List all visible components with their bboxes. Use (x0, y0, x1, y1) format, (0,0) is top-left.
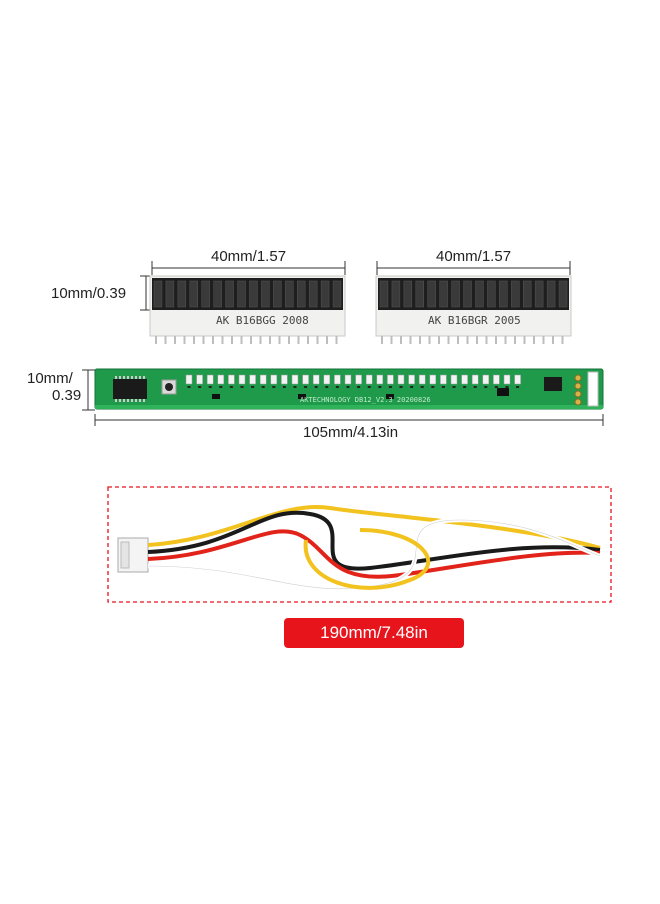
pcb-led (344, 374, 352, 385)
pcb-led (514, 374, 521, 385)
led-segment (534, 280, 544, 308)
pcb-led (376, 374, 384, 385)
wire-yellow (147, 505, 601, 550)
pcb-led (408, 374, 415, 385)
led-segment (201, 280, 210, 308)
pcb-led (217, 374, 225, 385)
led-segment (308, 280, 318, 308)
led-segment (225, 280, 234, 308)
led-segment (403, 280, 413, 308)
pcb-led (323, 374, 331, 385)
pcb-leds (185, 374, 521, 388)
pcb-led (312, 374, 320, 385)
pcb-height-label-2: 0.39 (52, 387, 82, 404)
pcb-led (440, 374, 447, 385)
pcb-led (482, 374, 490, 385)
pcb-length-label: 105mm/4.13in (303, 424, 399, 441)
led-segment (320, 280, 330, 308)
led-segment (511, 280, 520, 308)
led-segment (499, 280, 508, 308)
led-segment (273, 280, 282, 308)
led-segment (391, 280, 401, 308)
pcb-led (471, 374, 479, 385)
pcb-header-pins (574, 371, 599, 407)
led-segment (177, 280, 187, 308)
cable-assembly (107, 486, 612, 603)
led-segment (213, 280, 222, 308)
led-segment (415, 280, 424, 308)
led-segment (153, 280, 163, 308)
pcb-height-label-1: 10mm/ (27, 370, 73, 387)
pcb-led (281, 374, 288, 385)
led-segment (237, 280, 246, 308)
led-segment (379, 280, 389, 308)
pcb-led (387, 374, 394, 385)
led-segment (558, 280, 568, 308)
led-segment (463, 280, 472, 308)
pcb-led (365, 374, 373, 385)
pcb-silkscreen: AKTECHNOLOGY DB12_V2.3 20200826 (300, 396, 431, 404)
pcb-led (259, 374, 267, 385)
pcb-led (418, 374, 426, 385)
wire-red (147, 529, 601, 579)
led-segment (439, 280, 448, 308)
pcb-board: AKTECHNOLOGY DB12_V2.3 20200826 (82, 368, 604, 426)
bar-b-width-label: 40mm/1.57 (436, 248, 512, 265)
pcb-led (450, 374, 458, 385)
cable-frame (107, 486, 612, 603)
pins-a (155, 336, 338, 344)
pcb-led (228, 374, 235, 385)
pcb-led (503, 374, 511, 385)
led-segment (451, 280, 460, 308)
led-segment (487, 280, 496, 308)
pcb-led (334, 374, 341, 385)
pcb-led (461, 374, 468, 385)
pcb-led (429, 374, 437, 385)
pcb-led (493, 374, 500, 385)
pcb-led (238, 374, 246, 385)
pcb-led (185, 374, 193, 385)
bar-a-model: AK B16BGG 2008 (216, 314, 309, 327)
pcb-led (206, 374, 214, 385)
pcb-led (270, 374, 278, 385)
led-segment (546, 280, 556, 308)
wire-black (147, 510, 601, 571)
led-segment (285, 280, 294, 308)
pcb-led (302, 374, 309, 385)
bar-height-label: 10mm/0.39 (51, 285, 127, 302)
led-segment (427, 280, 436, 308)
pcb-led (196, 374, 203, 385)
led-segment (475, 280, 484, 308)
pcb-led (397, 374, 405, 385)
led-bar-b (375, 261, 572, 344)
led-segment (249, 280, 258, 308)
led-segments-a (153, 280, 342, 308)
pcb-led (355, 374, 362, 385)
led-segment (332, 280, 342, 308)
pcb-led (291, 374, 299, 385)
pcb-led (249, 374, 256, 385)
led-segment (261, 280, 270, 308)
bar-a-width-label: 40mm/1.57 (211, 248, 287, 265)
led-segment (165, 280, 175, 308)
bar-b-model: AK B16BGR 2005 (428, 314, 521, 327)
led-segment (297, 280, 306, 308)
led-segment (189, 280, 198, 308)
led-segment (523, 280, 532, 308)
pins-b (381, 336, 564, 344)
led-segments-b (379, 280, 568, 308)
led-bar-a (140, 261, 346, 344)
cable-length-badge: 190mm/7.48in (284, 618, 464, 648)
